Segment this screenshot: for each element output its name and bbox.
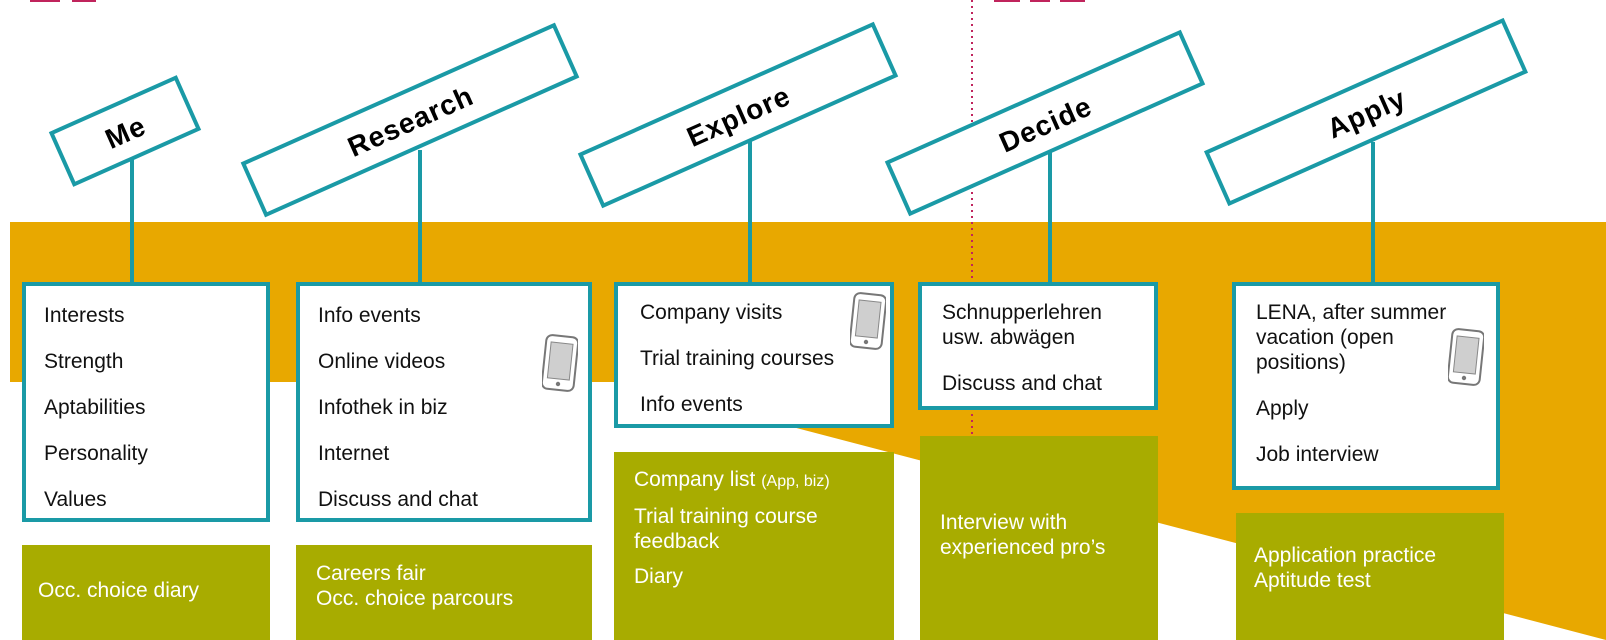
tools-box-explore: Company list (App, biz) Trial training c… bbox=[614, 452, 894, 640]
stage-box-me: Interests Strength Aptabilities Personal… bbox=[22, 282, 270, 522]
item: Discuss and chat bbox=[318, 488, 478, 511]
item: Infothek in biz bbox=[318, 396, 448, 419]
item: Aptabilities bbox=[44, 396, 146, 419]
tool-item: Aptitude test bbox=[1254, 569, 1371, 592]
item: Online videos bbox=[318, 350, 446, 373]
tool-item-main: Company list bbox=[634, 468, 762, 491]
stage-label-explore: Explore bbox=[577, 21, 899, 209]
tools-box-research: Careers fair Occ. choice parcours bbox=[296, 545, 592, 640]
tool-item: Diary bbox=[634, 565, 684, 588]
tool-item: Application practice bbox=[1254, 544, 1437, 567]
stage-box-decide: Schnupperlehren usw. abwägen Discuss and… bbox=[918, 282, 1158, 410]
tool-item: Occ. choice diary bbox=[38, 579, 200, 602]
item: Schnupperlehren bbox=[942, 301, 1102, 324]
tool-item: Occ. choice parcours bbox=[316, 587, 514, 610]
tools-box-decide: Interview with experienced pro’s bbox=[920, 436, 1158, 640]
stage-box-explore: Company visits Trial training courses In… bbox=[614, 282, 894, 428]
item: Strength bbox=[44, 350, 124, 373]
item: Discuss and chat bbox=[942, 372, 1102, 395]
item: vacation (open bbox=[1256, 326, 1394, 349]
tool-item: Company list (App, biz) bbox=[634, 467, 894, 494]
tool-item-small: (App, biz) bbox=[761, 473, 830, 490]
tools-box-apply: Application practice Aptitude test bbox=[1236, 513, 1504, 640]
smartphone-icon bbox=[542, 334, 578, 392]
smartphone-icon bbox=[850, 292, 886, 350]
tool-item: Interview with bbox=[940, 511, 1068, 534]
item: Values bbox=[44, 488, 107, 511]
item: positions) bbox=[1256, 351, 1346, 374]
tool-item: Trial training course bbox=[634, 505, 818, 528]
item: Info events bbox=[640, 393, 743, 416]
item: usw. abwägen bbox=[942, 326, 1076, 349]
tools-box-me: Occ. choice diary bbox=[22, 545, 270, 640]
stage-box-research: Info events Online videos Infothek in bi… bbox=[296, 282, 592, 522]
item: LENA, after summer bbox=[1256, 301, 1447, 324]
item: Apply bbox=[1256, 397, 1309, 420]
stage-label-me: Me bbox=[48, 75, 202, 187]
item: Info events bbox=[318, 304, 421, 327]
item: Trial training courses bbox=[640, 347, 835, 370]
item: Interests bbox=[44, 304, 125, 327]
stage-label-research: Research bbox=[240, 22, 580, 218]
tool-item: experienced pro’s bbox=[940, 536, 1106, 559]
item: Internet bbox=[318, 442, 390, 465]
stage-label-apply: Apply bbox=[1203, 17, 1529, 207]
tool-item: feedback bbox=[634, 530, 720, 553]
item: Personality bbox=[44, 442, 148, 465]
tool-item: Careers fair bbox=[316, 562, 426, 585]
stage-label-decide: Decide bbox=[884, 29, 1206, 217]
item: Job interview bbox=[1256, 443, 1379, 466]
stage-box-apply: LENA, after summer vacation (open positi… bbox=[1232, 282, 1500, 490]
item: Company visits bbox=[640, 301, 783, 324]
smartphone-icon bbox=[1448, 328, 1484, 386]
